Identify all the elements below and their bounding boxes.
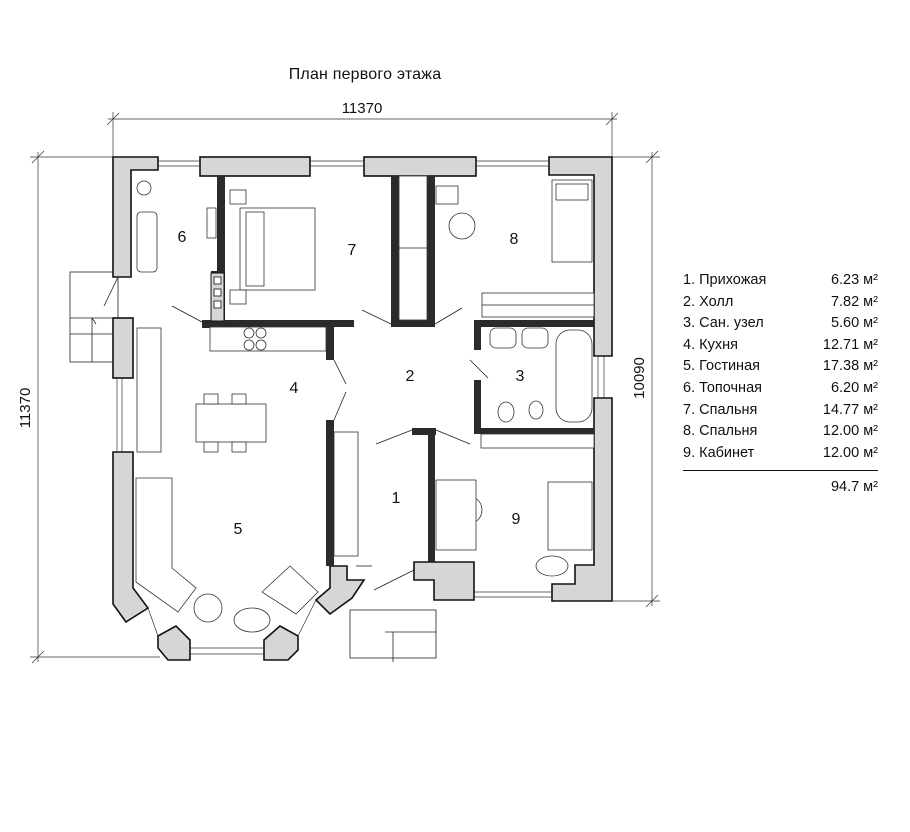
legend-row: 7. Спальня 14.77 м²	[683, 400, 878, 422]
room-label-7: 7	[348, 242, 357, 259]
legend-row: 6. Топочная 6.20 м²	[683, 378, 878, 400]
room-label-9: 9	[512, 511, 521, 528]
legend-room-name: 1. Прихожая	[683, 272, 767, 288]
room-label-3: 3	[516, 368, 525, 385]
room-label-6: 6	[178, 229, 187, 246]
legend-row: 5. Гостиная 17.38 м²	[683, 356, 878, 378]
legend-total: 94.7 м²	[830, 479, 878, 496]
dim-right-label: 10090	[631, 357, 648, 399]
dim-left-label: 11370	[17, 388, 34, 429]
legend-row: 3. Сан. узел 5.60 м²	[683, 313, 878, 335]
room-label-8: 8	[510, 231, 519, 248]
legend-room-name: 4. Кухня	[683, 336, 738, 353]
entrance-steps	[69, 271, 437, 662]
legend-row: 4. Кухня 12.71 м²	[683, 335, 878, 357]
legend-room-name: 5. Гостиная	[683, 358, 760, 375]
legend-row: 9. Кабинет 12.00 м²	[683, 443, 878, 465]
plan-title: План первого этажа	[288, 66, 442, 83]
room-labels: 1 2 3 4 5 6 7 8 9	[178, 229, 525, 538]
legend-room-area: 12.00 м²	[822, 444, 878, 461]
legend-room-area: 5.60 м²	[830, 315, 878, 332]
room-label-5: 5	[234, 521, 243, 538]
door-swings	[103, 276, 489, 591]
area-legend: 1. Прихожая 6.23 м² 2. Холл 7.82 м² 3. Сан…	[683, 270, 878, 495]
room-label-2: 2	[406, 368, 415, 385]
legend-room-area: 7.82 м²	[830, 293, 878, 310]
room-label-1: 1	[392, 490, 401, 507]
dim-top-label: 11370	[342, 100, 383, 117]
legend-divider	[683, 470, 878, 472]
legend-room-area: 12.00 м²	[822, 423, 878, 440]
legend-room-area: 14.77 м²	[822, 401, 878, 418]
windows	[116, 160, 605, 655]
legend-room-area: 6.23 м²	[830, 272, 878, 288]
legend-room-area: 12.71 м²	[822, 336, 878, 353]
legend-room-name: 2. Холл	[683, 293, 734, 310]
chimney-block	[210, 272, 225, 322]
legend-room-name: 8. Спальня	[683, 423, 758, 440]
legend-room-area: 17.38 м²	[822, 358, 878, 375]
legend-room-name: 7. Спальня	[683, 401, 758, 418]
legend-room-area: 6.20 м²	[830, 379, 878, 396]
legend-row: 2. Холл 7.82 м²	[683, 292, 878, 314]
legend-room-name: 6. Топочная	[683, 379, 762, 396]
furniture	[135, 175, 595, 633]
legend-room-name: 3. Сан. узел	[683, 315, 764, 332]
room-label-4: 4	[290, 380, 299, 397]
legend-row: 8. Спальня 12.00 м²	[683, 421, 878, 443]
legend-room-name: 9. Кабинет	[683, 444, 755, 461]
legend-row: 1. Прихожая 6.23 м²	[683, 270, 878, 292]
